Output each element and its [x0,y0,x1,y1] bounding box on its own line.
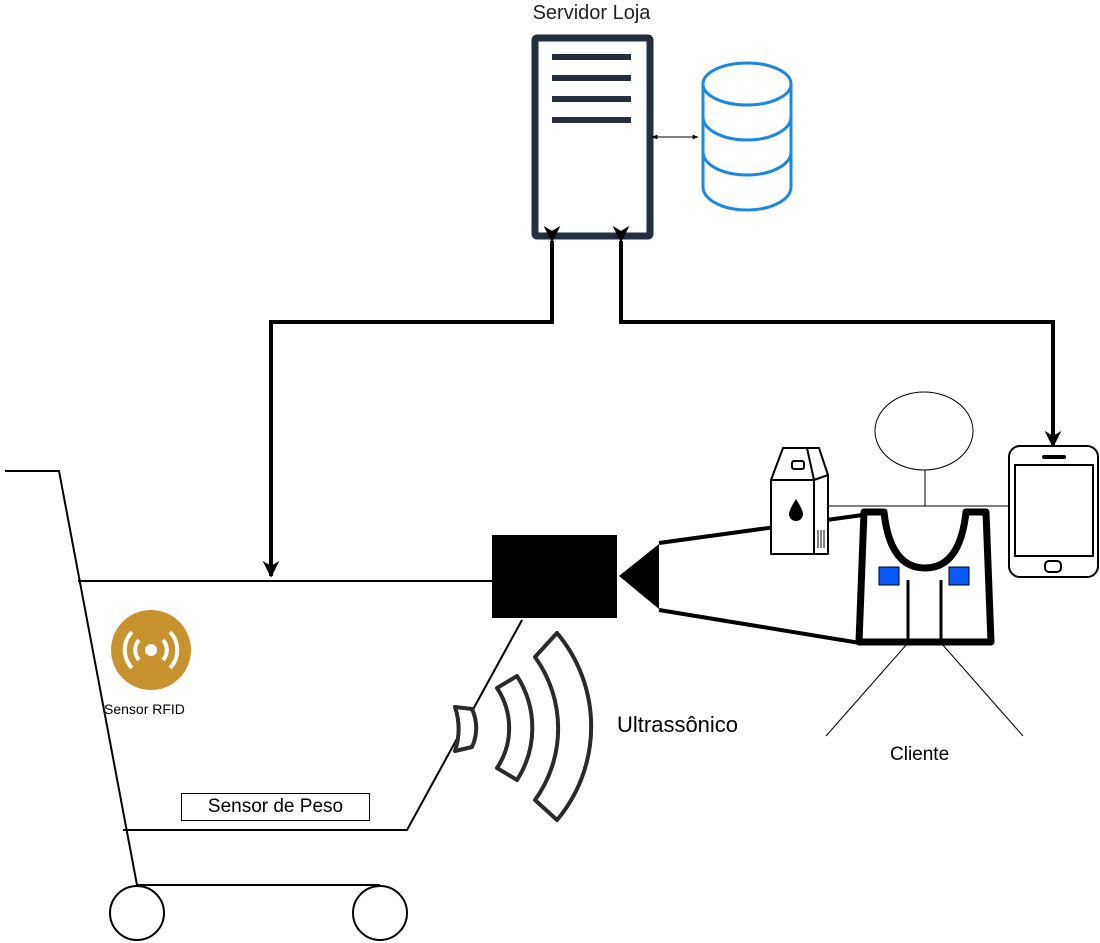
client-figure [825,391,1024,737]
database-icon [701,61,793,212]
server-label: Servidor Loja [532,2,651,24]
shopping-cart [5,470,523,886]
ultrasonic-wave-icon [453,631,594,822]
view-line-top [658,512,871,545]
milk-carton-icon [770,447,829,555]
cart-wheel-left [109,885,165,941]
server-tower-icon [531,34,654,240]
vest-icon [855,508,995,646]
rfid-sensor-icon [111,610,191,690]
client-label: Cliente [890,744,950,765]
view-line-bottom [658,608,861,645]
server-phone-connection [612,225,1062,448]
camera-box [492,535,617,618]
cart-wheel-right [352,885,408,941]
ultrasonic-label: Ultrassônico [617,712,739,737]
smartphone-icon [1008,445,1099,578]
weight-sensor-label: Sensor de Peso [181,793,370,821]
rfid-sensor-label: Sensor RFID [104,701,185,717]
camera-lens [619,544,659,609]
server-cart-connection [262,225,561,578]
